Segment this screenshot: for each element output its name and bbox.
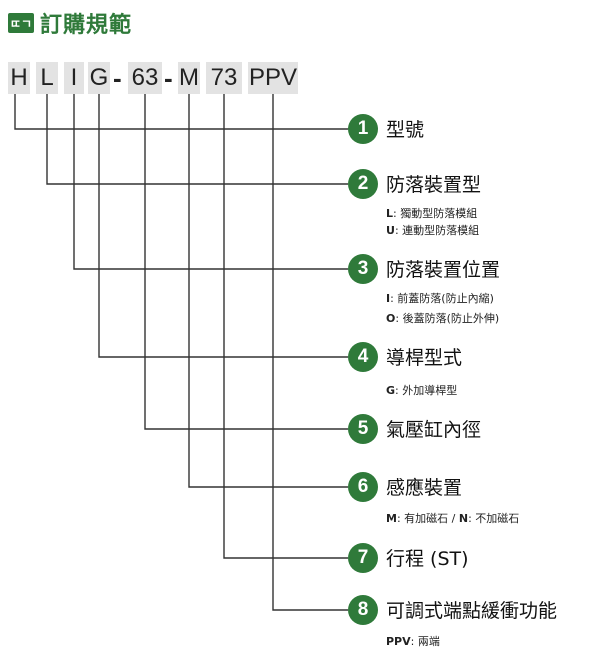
connector-2 (46, 94, 348, 185)
spec-note: U: 連動型防落模組 (386, 224, 480, 237)
spec-note: PPV: 兩端 (386, 635, 440, 648)
spec-note: L: 獨動型防落模組 (386, 207, 478, 220)
spec-label: 行程 (ST) (386, 548, 469, 570)
code-segment-stroke: 73 (206, 62, 242, 94)
connector-1 (14, 94, 348, 130)
spec-label: 型號 (386, 119, 425, 141)
spec-label: 防落裝置位置 (386, 259, 501, 281)
connector-7 (223, 94, 348, 559)
number-badge: 5 (348, 414, 378, 444)
header: ㄸㄱ 訂購規範 (8, 8, 132, 38)
spec-note: G: 外加導桿型 (386, 384, 458, 397)
page-title: 訂購規範 (40, 13, 133, 38)
section-logo-icon: ㄸㄱ (8, 13, 34, 33)
code-segment-m: M (178, 62, 200, 94)
connector-4 (98, 94, 348, 358)
code-segment-i: I (64, 62, 84, 94)
code-segment-ppv: PPV (248, 62, 298, 94)
code-segment-h: H (8, 62, 30, 94)
connector-6 (188, 94, 348, 488)
code-segment-g: G (88, 62, 110, 94)
spec-label: 導桿型式 (386, 347, 463, 369)
number-badge: 1 (348, 114, 378, 144)
code-dash-1: - (113, 62, 122, 93)
code-segment-l: L (36, 62, 58, 94)
code-dash-2: - (164, 62, 173, 93)
connector-5 (144, 94, 348, 430)
number-badge: 2 (348, 169, 378, 199)
connector-8 (272, 94, 348, 611)
spec-label: 防落裝置型 (386, 174, 482, 196)
number-badge: 3 (348, 254, 378, 284)
number-badge: 4 (348, 342, 378, 372)
number-badge: 7 (348, 543, 378, 573)
spec-note: O: 後蓋防落(防止外伸) (386, 312, 500, 325)
spec-note: I: 前蓋防落(防止內縮) (386, 292, 494, 305)
spec-label: 氣壓缸內徑 (386, 419, 482, 441)
spec-note: M: 有加磁石 / N: 不加磁石 (386, 512, 520, 525)
spec-label: 可調式端點緩衝功能 (386, 600, 558, 622)
connector-3 (73, 94, 348, 270)
spec-label: 感應裝置 (386, 477, 463, 499)
code-segment-bore: 63 (128, 62, 162, 94)
number-badge: 6 (348, 472, 378, 502)
number-badge: 8 (348, 595, 378, 625)
